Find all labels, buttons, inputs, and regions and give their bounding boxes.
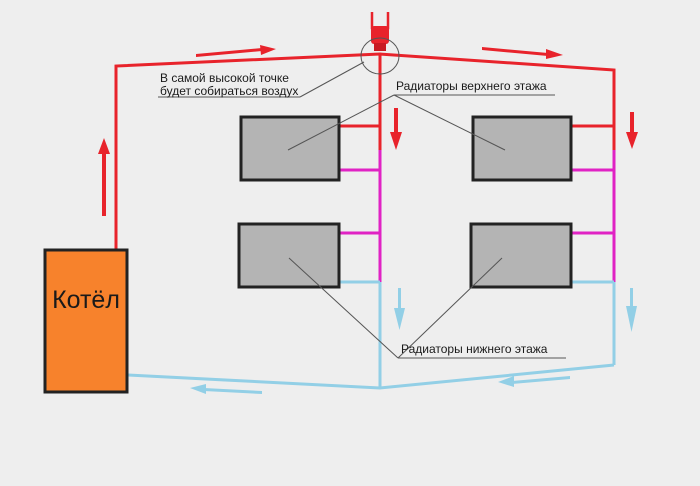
radiator-lower-left xyxy=(237,222,341,289)
leader-lines xyxy=(158,61,566,359)
high-point-label-line2: будет собираться воздух xyxy=(160,84,298,98)
flow-arrow-icon xyxy=(190,384,262,394)
upper-radiators-label: Радиаторы верхнего этажа xyxy=(396,79,547,93)
flow-arrow-icon xyxy=(626,112,638,149)
upper-leader-left xyxy=(287,94,395,151)
flow-arrow-icon xyxy=(482,47,563,59)
return-pipes xyxy=(127,282,616,390)
radiator-lower-right xyxy=(469,222,573,289)
air-vent-icon xyxy=(370,12,390,51)
upper-leader-right xyxy=(393,94,506,151)
lower-radiators-label: Радиаторы нижнего этажа xyxy=(401,342,548,356)
flow-arrow-icon xyxy=(394,288,405,330)
boiler xyxy=(43,248,129,394)
high-point-label-line1: В самой высокой точке xyxy=(160,71,289,85)
high-point-circle xyxy=(360,37,400,75)
radiator-upper-right xyxy=(471,115,573,182)
flow-arrows-cold xyxy=(190,288,637,394)
flow-arrow-icon xyxy=(196,45,276,57)
flow-arrows-hot xyxy=(98,45,638,216)
lower-leader-left xyxy=(288,257,399,359)
high-point-leader xyxy=(299,61,365,98)
flow-arrow-icon xyxy=(390,108,402,150)
flow-arrow-icon xyxy=(498,376,570,387)
flow-arrow-icon xyxy=(98,138,110,216)
boiler-label: Котёл xyxy=(52,286,120,314)
lower-leader-right xyxy=(397,257,503,359)
flow-arrow-icon xyxy=(626,288,637,332)
upper-return-pipes xyxy=(340,150,616,282)
